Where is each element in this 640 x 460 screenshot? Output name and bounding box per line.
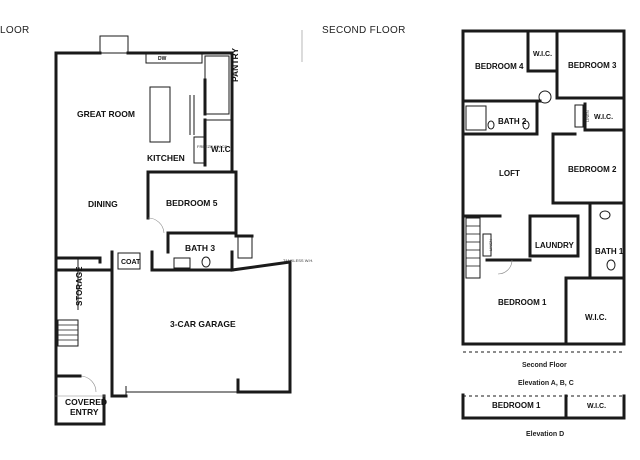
room-label-bath1: BATH 1 — [595, 247, 624, 256]
room-label-wic-top: W.I.C. — [533, 51, 552, 58]
kitchen-island — [149, 86, 171, 143]
fireplace-bump — [99, 35, 129, 54]
room-label-pantry: PANTRY — [230, 48, 240, 82]
bath3-shower — [237, 235, 253, 259]
caption-second-floor: Second Floor — [522, 362, 567, 369]
door-swing — [497, 259, 513, 275]
entry-door-swing — [79, 375, 97, 393]
bath1-sink — [599, 210, 611, 220]
label-dishwasher: DW — [158, 56, 167, 62]
room-label-dining: DINING — [88, 199, 118, 209]
room-label-bedroom4: BEDROOM 4 — [475, 62, 524, 71]
hall-fixture — [538, 90, 552, 104]
coat-wall — [54, 250, 114, 272]
room-label-bedroom2: BEDROOM 2 — [568, 165, 617, 174]
covered-entry-wall — [54, 394, 106, 426]
exterior-wall — [461, 29, 626, 346]
room-label-coat: COAT — [121, 259, 141, 266]
laundry-wall — [528, 214, 580, 258]
second-floor-plan — [461, 29, 626, 353]
stairs-first-floor — [57, 319, 79, 347]
room-label-covered-entry-2: ENTRY — [70, 407, 99, 417]
pantry-outline — [204, 55, 230, 115]
label-linen-mid: LINEN — [488, 239, 493, 251]
second-floor-heading: SECOND FLOOR — [322, 25, 406, 36]
label-tankless: TANKLESS W.H. — [283, 258, 313, 263]
bath2-toilet — [522, 120, 530, 130]
label-freezer-space: FREEZE SPACE — [197, 144, 227, 149]
room-label-laundry: LAUNDRY — [535, 241, 574, 250]
room-label-great-room: GREAT ROOM — [77, 109, 135, 119]
garage-wall — [110, 268, 128, 398]
room-label-storage: STORAGE — [75, 266, 84, 306]
kitchen-counter — [145, 52, 203, 64]
bath3-wall — [150, 250, 234, 272]
coat-closet — [117, 252, 141, 270]
first-floor-heading: LOOR — [0, 25, 30, 36]
bath3-tub — [173, 257, 191, 269]
room-label-elev-d-bedroom1: BEDROOM 1 — [492, 401, 541, 410]
room-label-wic-b3: W.I.C. — [594, 114, 613, 121]
room-label-bath3: BATH 3 — [185, 243, 215, 253]
room-label-loft: LOFT — [499, 169, 520, 178]
freezer-space — [193, 136, 205, 164]
room-label-garage: 3-CAR GARAGE — [170, 319, 236, 329]
room-label-wic: W.I.C. — [211, 145, 233, 154]
elevation-d-plan — [461, 393, 626, 420]
room-label-wic-b1: W.I.C. — [585, 313, 607, 322]
stairs-second-floor — [465, 217, 481, 279]
bath2-toilet — [487, 120, 495, 130]
room-label-bedroom1: BEDROOM 1 — [498, 298, 547, 307]
bath2-tub — [465, 105, 487, 131]
bath3-toilet — [201, 256, 211, 268]
storage-wall — [54, 256, 102, 264]
room-label-covered-entry: COVERED — [65, 397, 107, 407]
bath1-toilet — [606, 259, 616, 271]
room-label-bedroom5: BEDROOM 5 — [166, 198, 218, 208]
room-label-bath2: BATH 2 — [498, 117, 527, 126]
first-floor-plan — [54, 35, 292, 426]
caption-elevation-abc: Elevation A, B, C — [518, 380, 574, 387]
room-label-elev-d-wic: W.I.C. — [587, 403, 606, 410]
linen-closet-mid — [482, 233, 492, 257]
door-swing — [147, 217, 165, 234]
room-label-bedroom3: BEDROOM 3 — [568, 61, 617, 70]
room-label-kitchen: KITCHEN — [147, 153, 185, 163]
linen-closet — [574, 104, 584, 128]
garage-wall — [230, 260, 292, 394]
label-linen-top: LINEN — [585, 110, 590, 122]
caption-elevation-d: Elevation D — [526, 431, 564, 438]
